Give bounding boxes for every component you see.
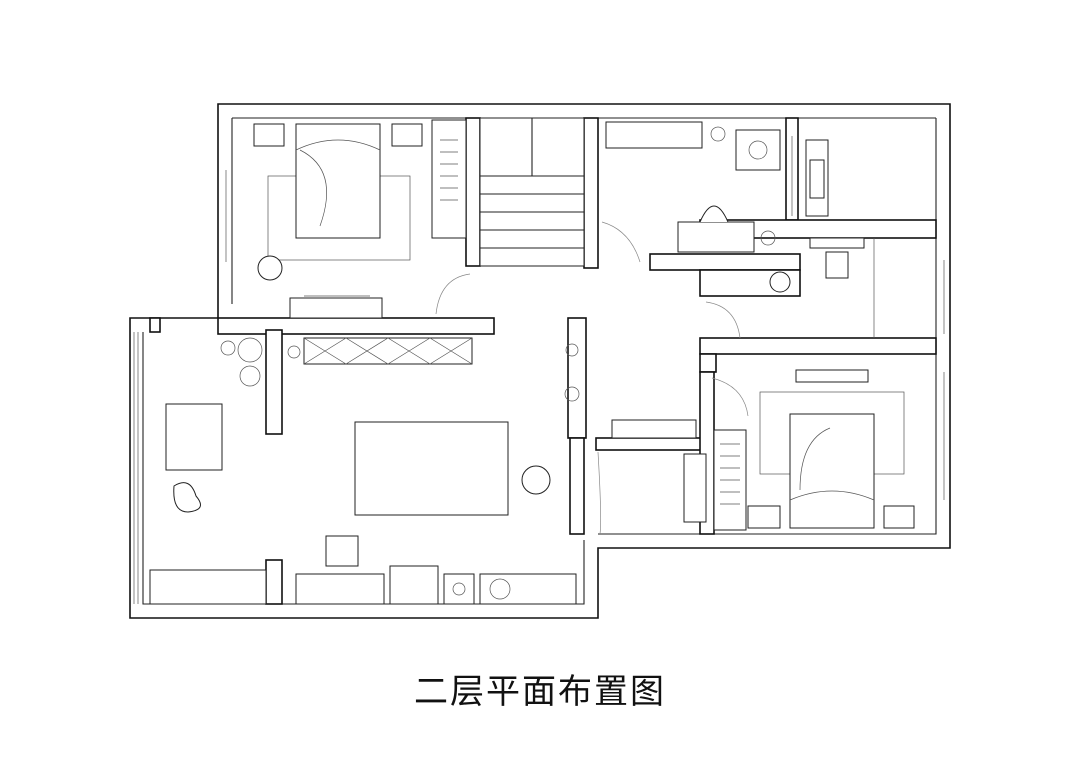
toilet	[825, 251, 849, 279]
drawing-caption: 二层平面布置图	[414, 672, 666, 712]
nightstand	[883, 505, 915, 529]
bathroom	[769, 237, 875, 338]
armchair	[389, 565, 439, 605]
nightstand	[391, 123, 423, 147]
table	[165, 403, 223, 471]
living-room	[287, 337, 697, 605]
chair-icon	[521, 465, 551, 495]
chair-icon	[325, 535, 359, 567]
stairs-icon	[479, 117, 585, 267]
plant-icon	[220, 340, 236, 356]
plant-icon	[237, 337, 263, 363]
desk	[295, 573, 385, 605]
basin	[769, 271, 791, 293]
chair-icon	[173, 482, 201, 513]
plant-icon	[239, 365, 261, 387]
sofa	[149, 569, 267, 605]
shelf	[605, 121, 703, 149]
lamp-icon	[760, 230, 776, 246]
plant-icon	[287, 345, 301, 359]
bedroom-2	[683, 369, 915, 531]
bedroom-1	[253, 119, 467, 319]
windows	[133, 136, 945, 604]
wardrobe	[431, 119, 467, 239]
plant-icon	[565, 343, 579, 357]
plant-icon	[735, 129, 781, 171]
desk	[289, 297, 383, 319]
nightstand	[747, 505, 781, 529]
balcony	[149, 337, 267, 605]
nightstand	[253, 123, 285, 147]
chair-icon	[257, 255, 283, 281]
shelf	[683, 453, 707, 523]
bed-icon	[789, 413, 875, 529]
lamp-icon	[452, 582, 466, 596]
table	[354, 421, 509, 516]
plant-icon	[489, 578, 511, 600]
doors	[435, 221, 749, 535]
sideboard	[479, 573, 577, 605]
lamp-icon	[710, 126, 726, 142]
chair-icon	[699, 205, 729, 223]
desk	[677, 221, 755, 253]
cabinet	[303, 337, 473, 365]
study-room	[605, 121, 829, 253]
bed-icon	[295, 123, 381, 239]
